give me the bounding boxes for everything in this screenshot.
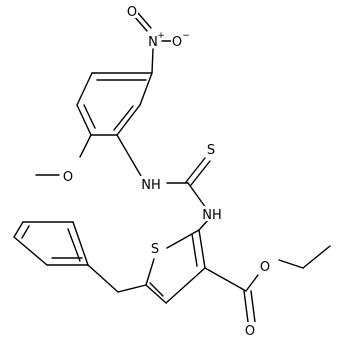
bond-ch2-ph [87,264,119,293]
bond-ph-5-6-inner [67,228,81,262]
bond-cthio-s-b [190,160,211,186]
bond-c3t-ccarbonyl [204,267,247,292]
ester-o-single-atom: O [259,258,272,275]
bond-ring-c5-c6 [76,72,93,106]
nitro-o-right-label: O [172,35,182,50]
nitro-n-label: N [148,35,158,50]
nitro-o-right-atom: O − [171,31,190,50]
thio-s-label: S [207,143,215,158]
bond-c3-nh1 [116,134,142,177]
bond-c5t-s [145,258,155,286]
bond-cthio-nh2 [187,182,207,209]
nitro-n-atom: N + [147,31,165,50]
bond-ph-2-3 [13,236,48,266]
bond-c1-nitro-n [151,48,154,74]
methoxy-o-atom: O [62,168,75,185]
bond-ph-5-6 [72,221,89,266]
thiophene-s-atom: S [149,240,161,257]
bond-ring-c4-c5-inner [83,104,96,129]
bond-nitro-n-o-top-b [137,12,152,29]
thiophene-s-label: S [151,242,159,257]
bond-c2t-c3t-a [198,229,206,269]
nh2-label: NH [202,208,222,223]
bond-c3t-c4t [165,267,206,304]
ester-o-double-atom: O [244,322,257,339]
bond-ccarbonyl-oester [245,274,259,292]
nitro-n-charge: + [157,31,165,41]
bond-ph-3-4 [13,221,24,238]
nitro-o-top-atom: O [126,3,138,20]
bond-ring-c4-c5 [76,104,92,136]
bond-nitro-n-o-top-a [133,15,148,32]
bond-c2t-c3t-b [191,233,198,267]
bond-oester-ch2 [278,259,304,269]
ester-o-single-label: O [260,260,270,275]
bond-c4t-c5t-b [149,282,164,297]
nh1-label: NH [141,178,161,193]
bond-c4-methoxy-o [79,134,92,158]
bond-nh2-c2t [198,219,209,231]
atom-labels: N + O O − O S NH NH S [62,3,272,339]
bond-c5t-ch2 [117,284,147,293]
nh2-atom: NH [201,206,223,223]
bond-carbonyl-o-b [250,290,256,323]
nh1-atom: NH [140,176,162,193]
bond-ring-c2-c3 [116,104,141,136]
nitro-o-top-label: O [127,5,137,20]
bond-ring-c2-c3-inner [113,105,134,131]
bond-cthio-s-a [185,157,206,183]
ester-o-double-label: O [245,324,255,339]
bonds [13,12,331,323]
bond-c4t-c5t-a [145,284,167,304]
bond-ch2-ch3 [302,245,331,269]
bond-c2t-s [166,229,200,249]
nitro-o-right-charge: − [182,31,190,41]
methoxy-o-label: O [63,170,73,185]
bond-carbonyl-o-a [243,290,249,323]
thio-s-atom: S [205,141,217,158]
bond-ring-c1-c2 [139,72,153,106]
bond-ph-3-4-inner [21,225,30,239]
